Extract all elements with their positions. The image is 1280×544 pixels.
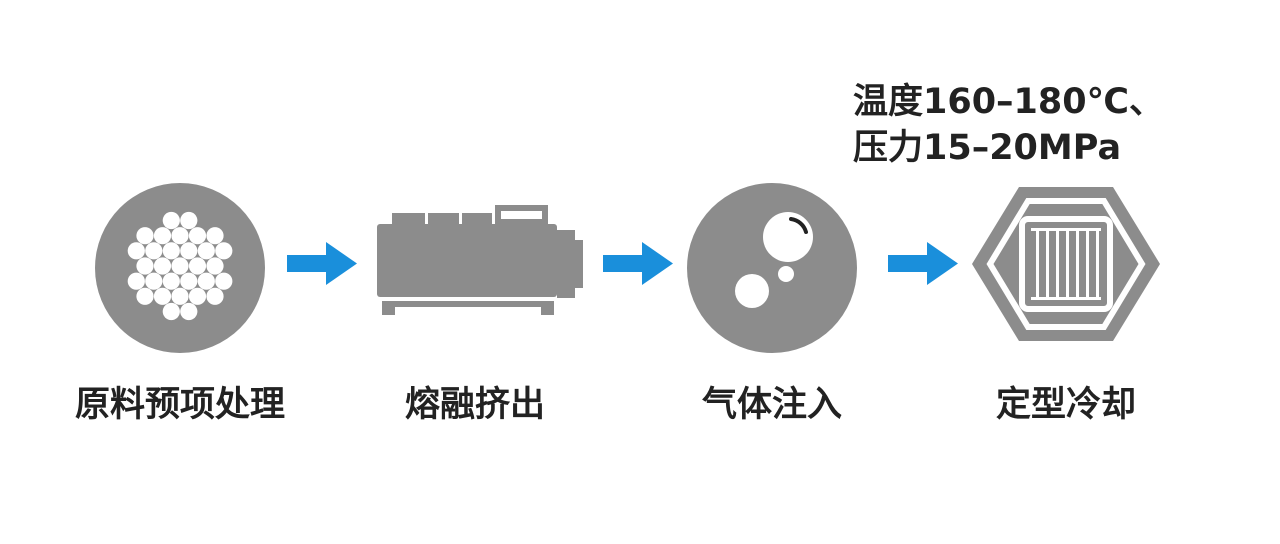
pellet (215, 272, 233, 290)
pellets-icon (95, 183, 265, 353)
pellet (145, 272, 163, 290)
pellet (188, 257, 207, 275)
step-label-cooling: 定型冷却 (995, 385, 1136, 425)
mold-icon (972, 187, 1160, 341)
bubbles-background-circle (687, 183, 857, 353)
pellet (136, 287, 154, 305)
pellet (206, 287, 224, 305)
extruder-base-rail (382, 301, 554, 307)
pellet (215, 242, 233, 260)
arrow-right-icon (888, 242, 958, 285)
step-label-gas-injection: 气体注入 (701, 385, 842, 425)
pellet (162, 211, 180, 230)
extruder-top-panel (392, 213, 492, 224)
arrow-right-icon (287, 242, 357, 285)
pellet (153, 257, 172, 275)
extruder-flange (557, 230, 575, 298)
bubble-large (763, 212, 813, 262)
pellet (188, 287, 207, 305)
pellet (206, 257, 224, 275)
arrow-right-icon (603, 242, 673, 285)
mold-slats (1031, 228, 1101, 300)
annotation-temperature: 温度160–180℃、 (853, 82, 1165, 122)
pellet (162, 242, 180, 260)
pellet (180, 242, 198, 260)
pellet (180, 302, 198, 321)
extruder-icon (377, 205, 583, 315)
pellet (127, 242, 145, 260)
pellet (127, 272, 145, 290)
pellet (197, 242, 215, 260)
pellet (162, 272, 180, 290)
step-label-pretreatment: 原料预项处理 (74, 385, 285, 425)
pellet (197, 272, 215, 290)
extruder-leg-left (382, 301, 395, 315)
pellet (171, 227, 189, 245)
pellet (153, 287, 172, 305)
extruder-nozzle (575, 240, 583, 288)
pellet-cluster (127, 211, 233, 321)
mold-inner-hexagon-outline (986, 198, 1146, 330)
bubble-highlight (789, 217, 808, 234)
pellet (180, 272, 198, 290)
pellet (136, 227, 154, 245)
pellet (162, 302, 180, 321)
pellet (171, 257, 189, 275)
bubble-medium (735, 274, 769, 308)
extruder-leg-right (541, 301, 554, 315)
step-label-extrusion: 熔融挤出 (404, 385, 545, 425)
pellet (206, 227, 224, 245)
bubble-small (778, 266, 794, 282)
pellet (180, 211, 198, 230)
pellet (171, 287, 189, 305)
pellet (188, 227, 207, 245)
pellet (136, 257, 154, 275)
annotation-pressure: 压力15–20MPa (853, 128, 1122, 168)
bubbles-icon (687, 183, 857, 353)
pellet (153, 227, 172, 245)
pellet (145, 242, 163, 260)
extruder-barrel (377, 224, 557, 297)
